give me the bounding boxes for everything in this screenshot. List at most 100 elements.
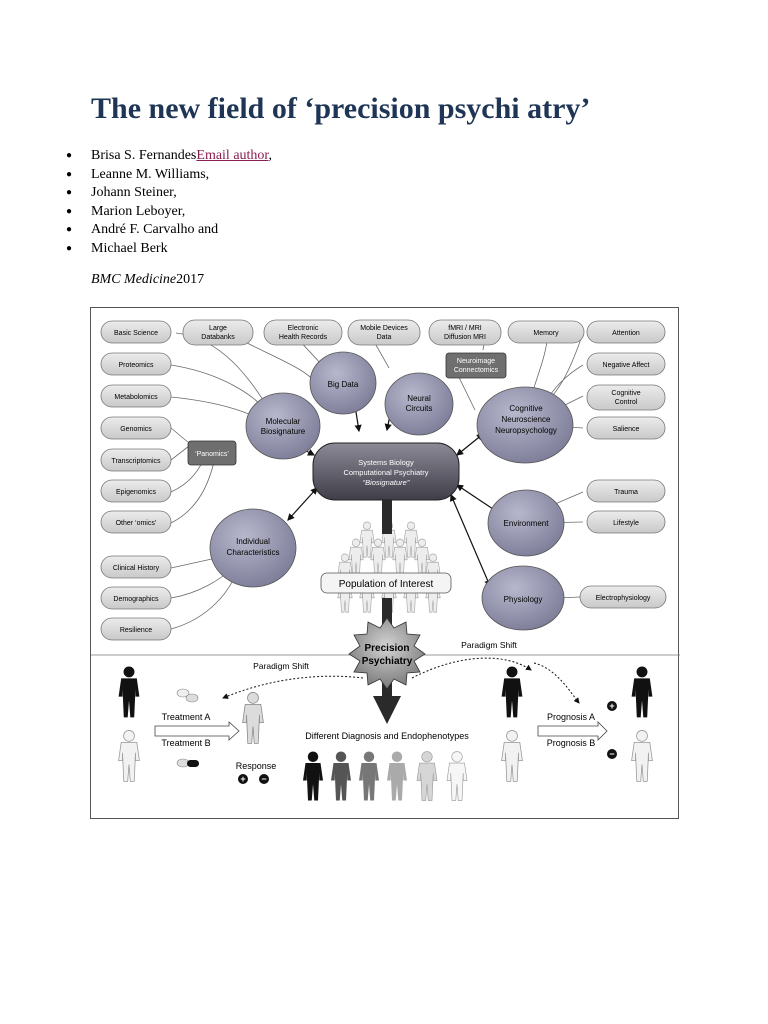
environment-label: Environment [504, 519, 550, 528]
author-item: ● Brisa S. FernandesEmail author, [66, 147, 272, 166]
center-line1: Systems Biology [358, 458, 414, 467]
author-item: ●Marion Leboyer, [66, 203, 272, 222]
paradigm-shift-left: Paradigm Shift [253, 661, 309, 671]
other-omics-box [100, 510, 172, 534]
center-line3: “Biosignature” [363, 478, 410, 487]
patient-black-right [501, 666, 523, 718]
outcome-patient-black [631, 666, 653, 718]
big-data-label: Big Data [328, 380, 359, 389]
email-author-link[interactable]: Email author [196, 148, 269, 163]
neural-circuits-line2: Circuits [406, 404, 433, 413]
negative-affect-label: Negative Affect [603, 362, 650, 369]
author-suffix: , [268, 148, 273, 163]
neuroimage-box [445, 352, 507, 379]
prognosis-minus-sign: − [609, 749, 614, 759]
large-databanks-line2: Databanks [201, 334, 235, 341]
panomics-label: ‘Panomics’ [195, 451, 229, 458]
bullet-icon: ● [66, 224, 73, 235]
author-name: Brisa S. Fernandes [91, 148, 197, 163]
lifestyle-label: Lifestyle [613, 520, 639, 527]
cognitive-control-box [586, 384, 666, 411]
neuroimage-line1: Neuroimage [457, 358, 495, 365]
electronic-health-records-line1: Electronic [288, 325, 319, 332]
patient-white-left [117, 729, 141, 783]
paradigm-shift-arrow-right [533, 662, 580, 704]
demographics-label: Demographics [113, 596, 159, 603]
paradigm-shift-arrow-center [411, 657, 532, 679]
metabolomics-label: Metabolomics [114, 394, 158, 401]
salience-label: Salience [613, 426, 640, 433]
prognosis-minus-icon: − [607, 749, 617, 759]
transcriptomics-label: Transcriptomics [111, 458, 161, 465]
cognitive-line3: Neuropsychology [495, 426, 557, 435]
treatment-b-label: Treatment B [161, 738, 210, 748]
individual-line1: Individual [236, 537, 270, 546]
basic-science-label: Basic Science [114, 330, 158, 337]
author-name: André F. Carvalho and [91, 222, 219, 237]
response-plus-icon: + [238, 774, 248, 784]
electrophysiology-label: Electrophysiology [596, 595, 651, 602]
proteomics-box [100, 352, 172, 376]
physiology-node [481, 565, 565, 631]
basic-science-box [100, 320, 172, 344]
clinical-history-label: Clinical History [113, 565, 160, 572]
epigenomics-box [100, 479, 172, 503]
epigenomics-label: Epigenomics [116, 489, 157, 496]
large-databanks-box [182, 319, 254, 346]
prognosis-arrow [537, 721, 608, 741]
electronic-health-records-box [263, 319, 343, 346]
resilience-box [100, 617, 172, 641]
clinical-history-box [100, 555, 172, 579]
mobile-devices-line1: Mobile Devices [360, 325, 408, 332]
mobile-devices-line2: Data [377, 334, 392, 341]
treatment-a-label: Treatment A [162, 712, 211, 722]
fmri-line1: fMRI / MRI [448, 325, 481, 332]
demographics-box [100, 586, 172, 610]
author-name: Marion Leboyer, [91, 203, 186, 219]
top-boxes: Large Databanks Electronic Health Record… [182, 319, 502, 346]
prognosis-plus-icon: + [607, 701, 617, 711]
attention-box [586, 320, 666, 344]
author-item: ● André F. Carvalho and [66, 221, 272, 240]
salience-box [586, 416, 666, 440]
prognosis-a-label: Prognosis A [547, 712, 595, 722]
attention-label: Attention [612, 330, 640, 337]
main-arrow-head [373, 696, 401, 724]
concept-nodes [209, 351, 574, 631]
precision-line1: Precision [364, 643, 409, 654]
response-minus-sign: − [261, 774, 266, 784]
treated-patient [241, 691, 265, 745]
metabolomics-box [100, 384, 172, 408]
electronic-health-records-line2: Health Records [279, 334, 328, 341]
precision-psychiatry-diagram: Basic Science Proteomics Metabolomics Ge… [91, 319, 680, 802]
figure: Basic Science Proteomics Metabolomics Ge… [90, 307, 680, 819]
bottom-left-boxes: Clinical History Demographics Resilience [100, 555, 172, 641]
fmri-line2: Diffusion MRI [444, 334, 486, 341]
author-item: ●Johann Steiner, [66, 184, 272, 203]
center-line2: Computational Psychiatry [343, 468, 428, 477]
mobile-devices-box [347, 319, 421, 346]
memory-label: Memory [533, 330, 559, 337]
patient-white-right [500, 729, 524, 783]
journal-citation: BMC Medicine2017 [91, 272, 204, 288]
population-label: Population of Interest [339, 579, 434, 590]
cognitive-line2: Neuroscience [502, 415, 551, 424]
pill-icon-b [176, 758, 199, 768]
author-name: Leanne M. Williams, [91, 166, 210, 182]
article-title: The new field of ‘precision psychi atry’ [91, 92, 591, 125]
top-arrow-shaft [382, 500, 392, 534]
response-label: Response [236, 761, 277, 771]
cognitive-control-line1: Cognitive [611, 390, 640, 397]
memory-box [507, 320, 585, 344]
paradigm-shift-arrow-left [222, 675, 364, 699]
other-omics-label: Other ‘omics’ [116, 520, 157, 527]
bullet-icon: ● [66, 187, 73, 198]
large-databanks-line1: Large [209, 325, 227, 332]
individual-characteristics-node [209, 508, 297, 588]
bullet-icon: ● [66, 150, 73, 161]
cognitive-line1: Cognitive [509, 404, 543, 413]
endophenotype-patients [303, 750, 468, 802]
bullet-icon: ● [66, 168, 73, 180]
fmri-box [428, 319, 502, 346]
panomics-box [187, 440, 237, 466]
